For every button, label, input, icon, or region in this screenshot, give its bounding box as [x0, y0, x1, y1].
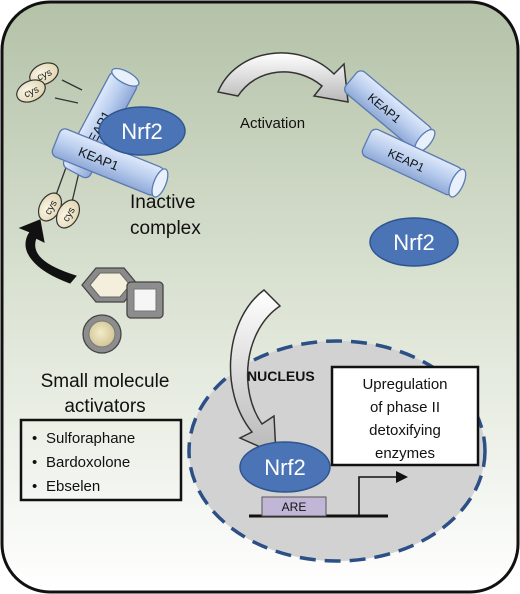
activator-return-arrow: [18, 219, 77, 284]
nrf2-bound-ellipse: [98, 106, 186, 156]
activation-arrow: [216, 52, 349, 103]
activator-item: Ebselen: [46, 478, 100, 495]
upregulation-line: Upregulation: [362, 376, 447, 393]
activator-bullet: •: [32, 454, 37, 471]
tether-line: [54, 97, 79, 104]
are-element: [261, 496, 327, 517]
tether-line: [61, 79, 83, 91]
hexagon-molecule-icon: [81, 267, 139, 303]
nrf2-bound-label: Nrf2: [121, 119, 163, 144]
inactive-caption-line2: complex: [130, 218, 201, 239]
inactive-complex: cys cys KEAP1 KEAP1 Nrf2 cys cys: [16, 62, 201, 239]
upregulation-box: [330, 365, 480, 467]
cys-bead: cys: [37, 192, 63, 222]
activator-item: Bardoxolone: [46, 454, 130, 471]
keap1-tube: KEAP1: [51, 128, 169, 198]
activator-bullet: •: [32, 430, 37, 447]
circle-molecule-icon: [82, 314, 122, 354]
keap1-tube: KEAP1: [361, 128, 467, 198]
are-label: ARE: [282, 500, 307, 514]
activation-label: Activation: [240, 115, 305, 132]
cys-bead: cys: [55, 199, 81, 229]
nrf2-nuclear-ellipse: [239, 441, 331, 493]
upregulation-line: of phase II: [370, 399, 440, 416]
activators-title-line1: Small molecule: [41, 371, 170, 392]
upregulation-line: detoxifying: [369, 422, 441, 439]
activator-item: Sulforaphane: [46, 430, 135, 447]
inactive-caption-line1: Inactive: [130, 192, 195, 213]
transcription-arrow: [358, 471, 408, 516]
cys-bead: cys: [16, 79, 46, 103]
square-molecule-icon: [126, 281, 164, 319]
upregulation-line: enzymes: [375, 445, 435, 462]
nrf2-nuclear-label: Nrf2: [264, 455, 306, 480]
activators-title-line2: activators: [64, 396, 145, 417]
nucleus-label: NUCLEUS: [247, 368, 315, 384]
nrf2-free-label: Nrf2: [393, 230, 435, 255]
activator-bullet: •: [32, 478, 37, 495]
activators-list-box: [19, 418, 183, 502]
nrf2-free-ellipse: [369, 217, 459, 267]
